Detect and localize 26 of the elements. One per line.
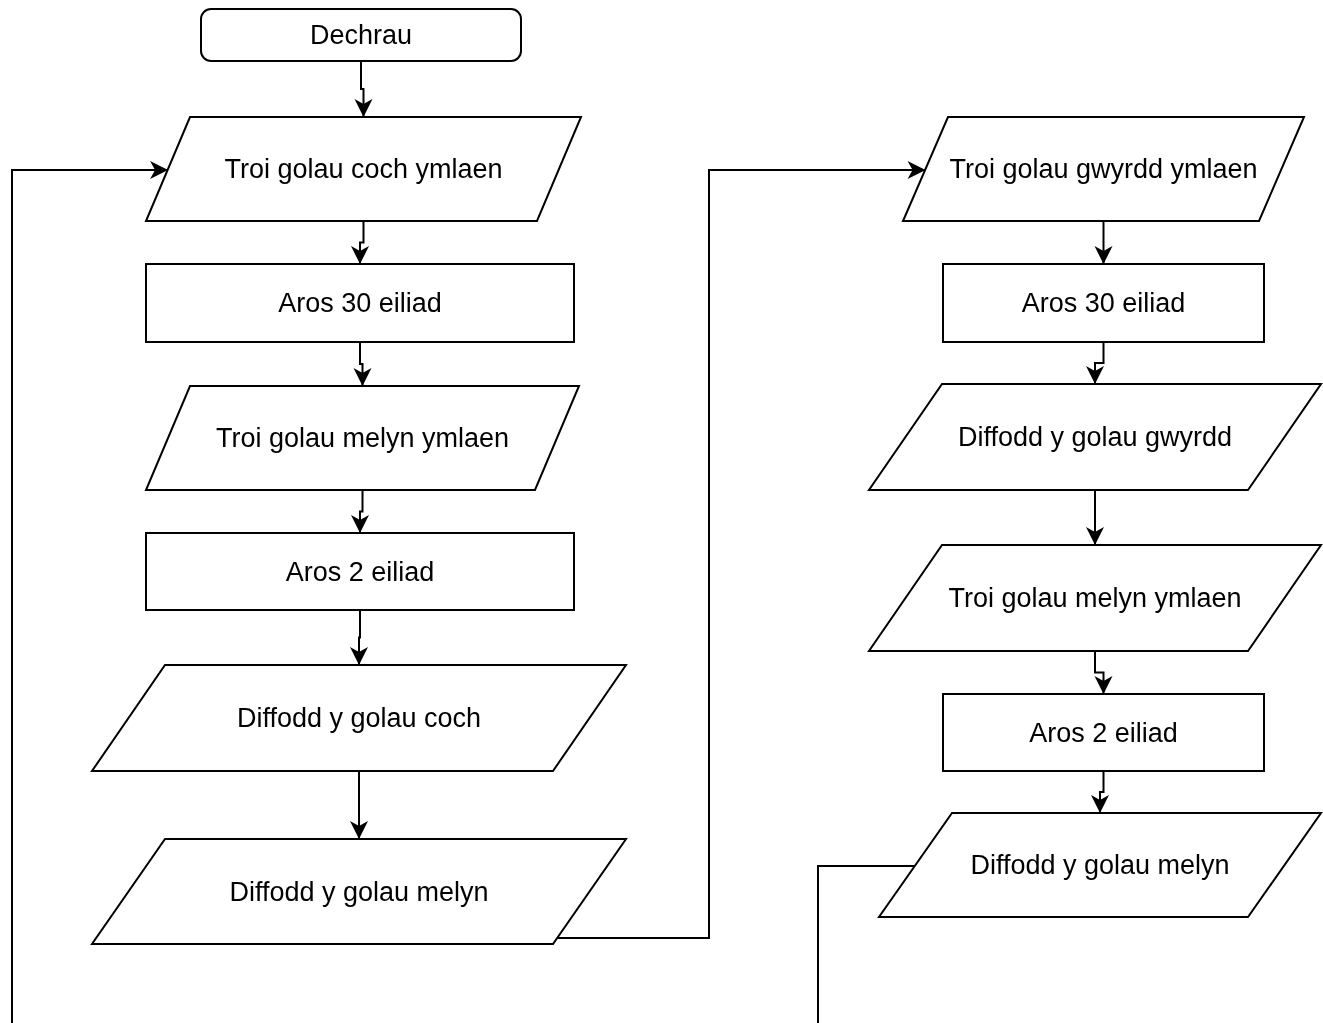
arrow [1091,771,1109,813]
arrow [354,61,373,117]
node-label: Dechrau [309,19,413,51]
arrow [1094,221,1113,264]
node-label: Troi golau coch ymlaen [224,153,503,185]
arrow [350,610,368,665]
arrow [1094,651,1113,694]
node-label: Troi golau melyn ymlaen [948,582,1242,614]
node-label: Diffodd y golau coch [236,702,482,734]
node-label: Diffodd y golau melyn [970,849,1230,881]
node-label: Aros 2 eiliad [285,555,435,588]
arrow [350,771,368,839]
arrow [353,342,372,386]
arrow [351,221,369,264]
arrow [1086,342,1105,384]
node-label: Aros 30 eiliad [278,287,442,319]
node-label: Troi golau gwyrdd ymlaen [949,153,1258,185]
connector-line [817,865,916,1023]
node-label: Aros 2 eiliad [1029,716,1178,749]
node-label: Aros 30 eiliad [1021,287,1186,319]
arrow [351,490,369,533]
arrow [11,161,169,1023]
node-label: Troi golau melyn ymlaen [215,422,510,454]
arrow [1086,490,1104,545]
node-label: Diffodd y golau gwyrdd [957,421,1233,453]
node-label: Diffodd y golau melyn [229,875,489,908]
